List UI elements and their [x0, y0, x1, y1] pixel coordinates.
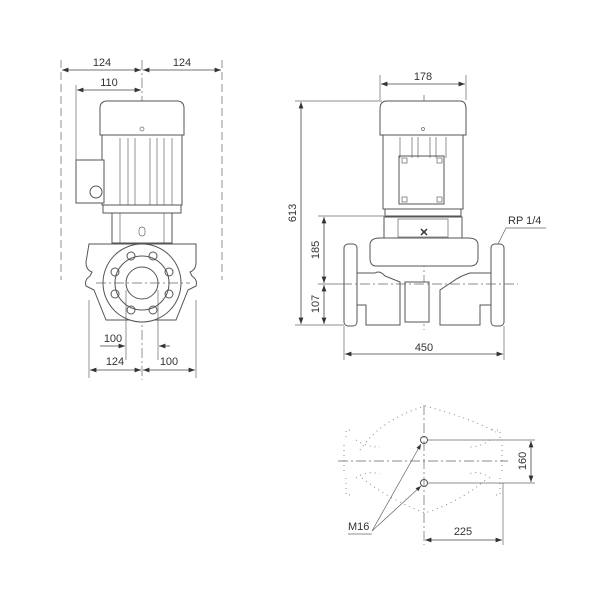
dim-port-to-port: 450	[415, 342, 433, 354]
bolt-label: M16	[348, 521, 369, 533]
side-view: 124 124 110 100 124 100	[60, 57, 223, 380]
dim-flange-inner: 100	[104, 333, 122, 345]
dim-junction-box-offset: 110	[100, 77, 118, 89]
foot-view: 160 225 M16	[338, 405, 535, 545]
dim-side-bottom-right: 100	[160, 356, 178, 368]
dim-motor-width: 178	[414, 71, 432, 83]
dim-side-bottom-left: 124	[106, 356, 124, 368]
dim-lower-height: 107	[310, 295, 322, 313]
dim-bolt-offset: 225	[454, 526, 472, 538]
dim-bolt-spacing: 160	[517, 452, 529, 470]
dim-side-top-right: 124	[173, 57, 191, 69]
front-view: ✕ 178 613 185 107 450 RP 1/4	[287, 71, 546, 360]
dim-upper-height: 185	[310, 241, 322, 259]
impeller-symbol-icon: ✕	[419, 227, 428, 239]
port-label: RP 1/4	[508, 215, 541, 227]
dim-total-height: 613	[287, 204, 299, 222]
dim-side-top-left: 124	[93, 57, 111, 69]
